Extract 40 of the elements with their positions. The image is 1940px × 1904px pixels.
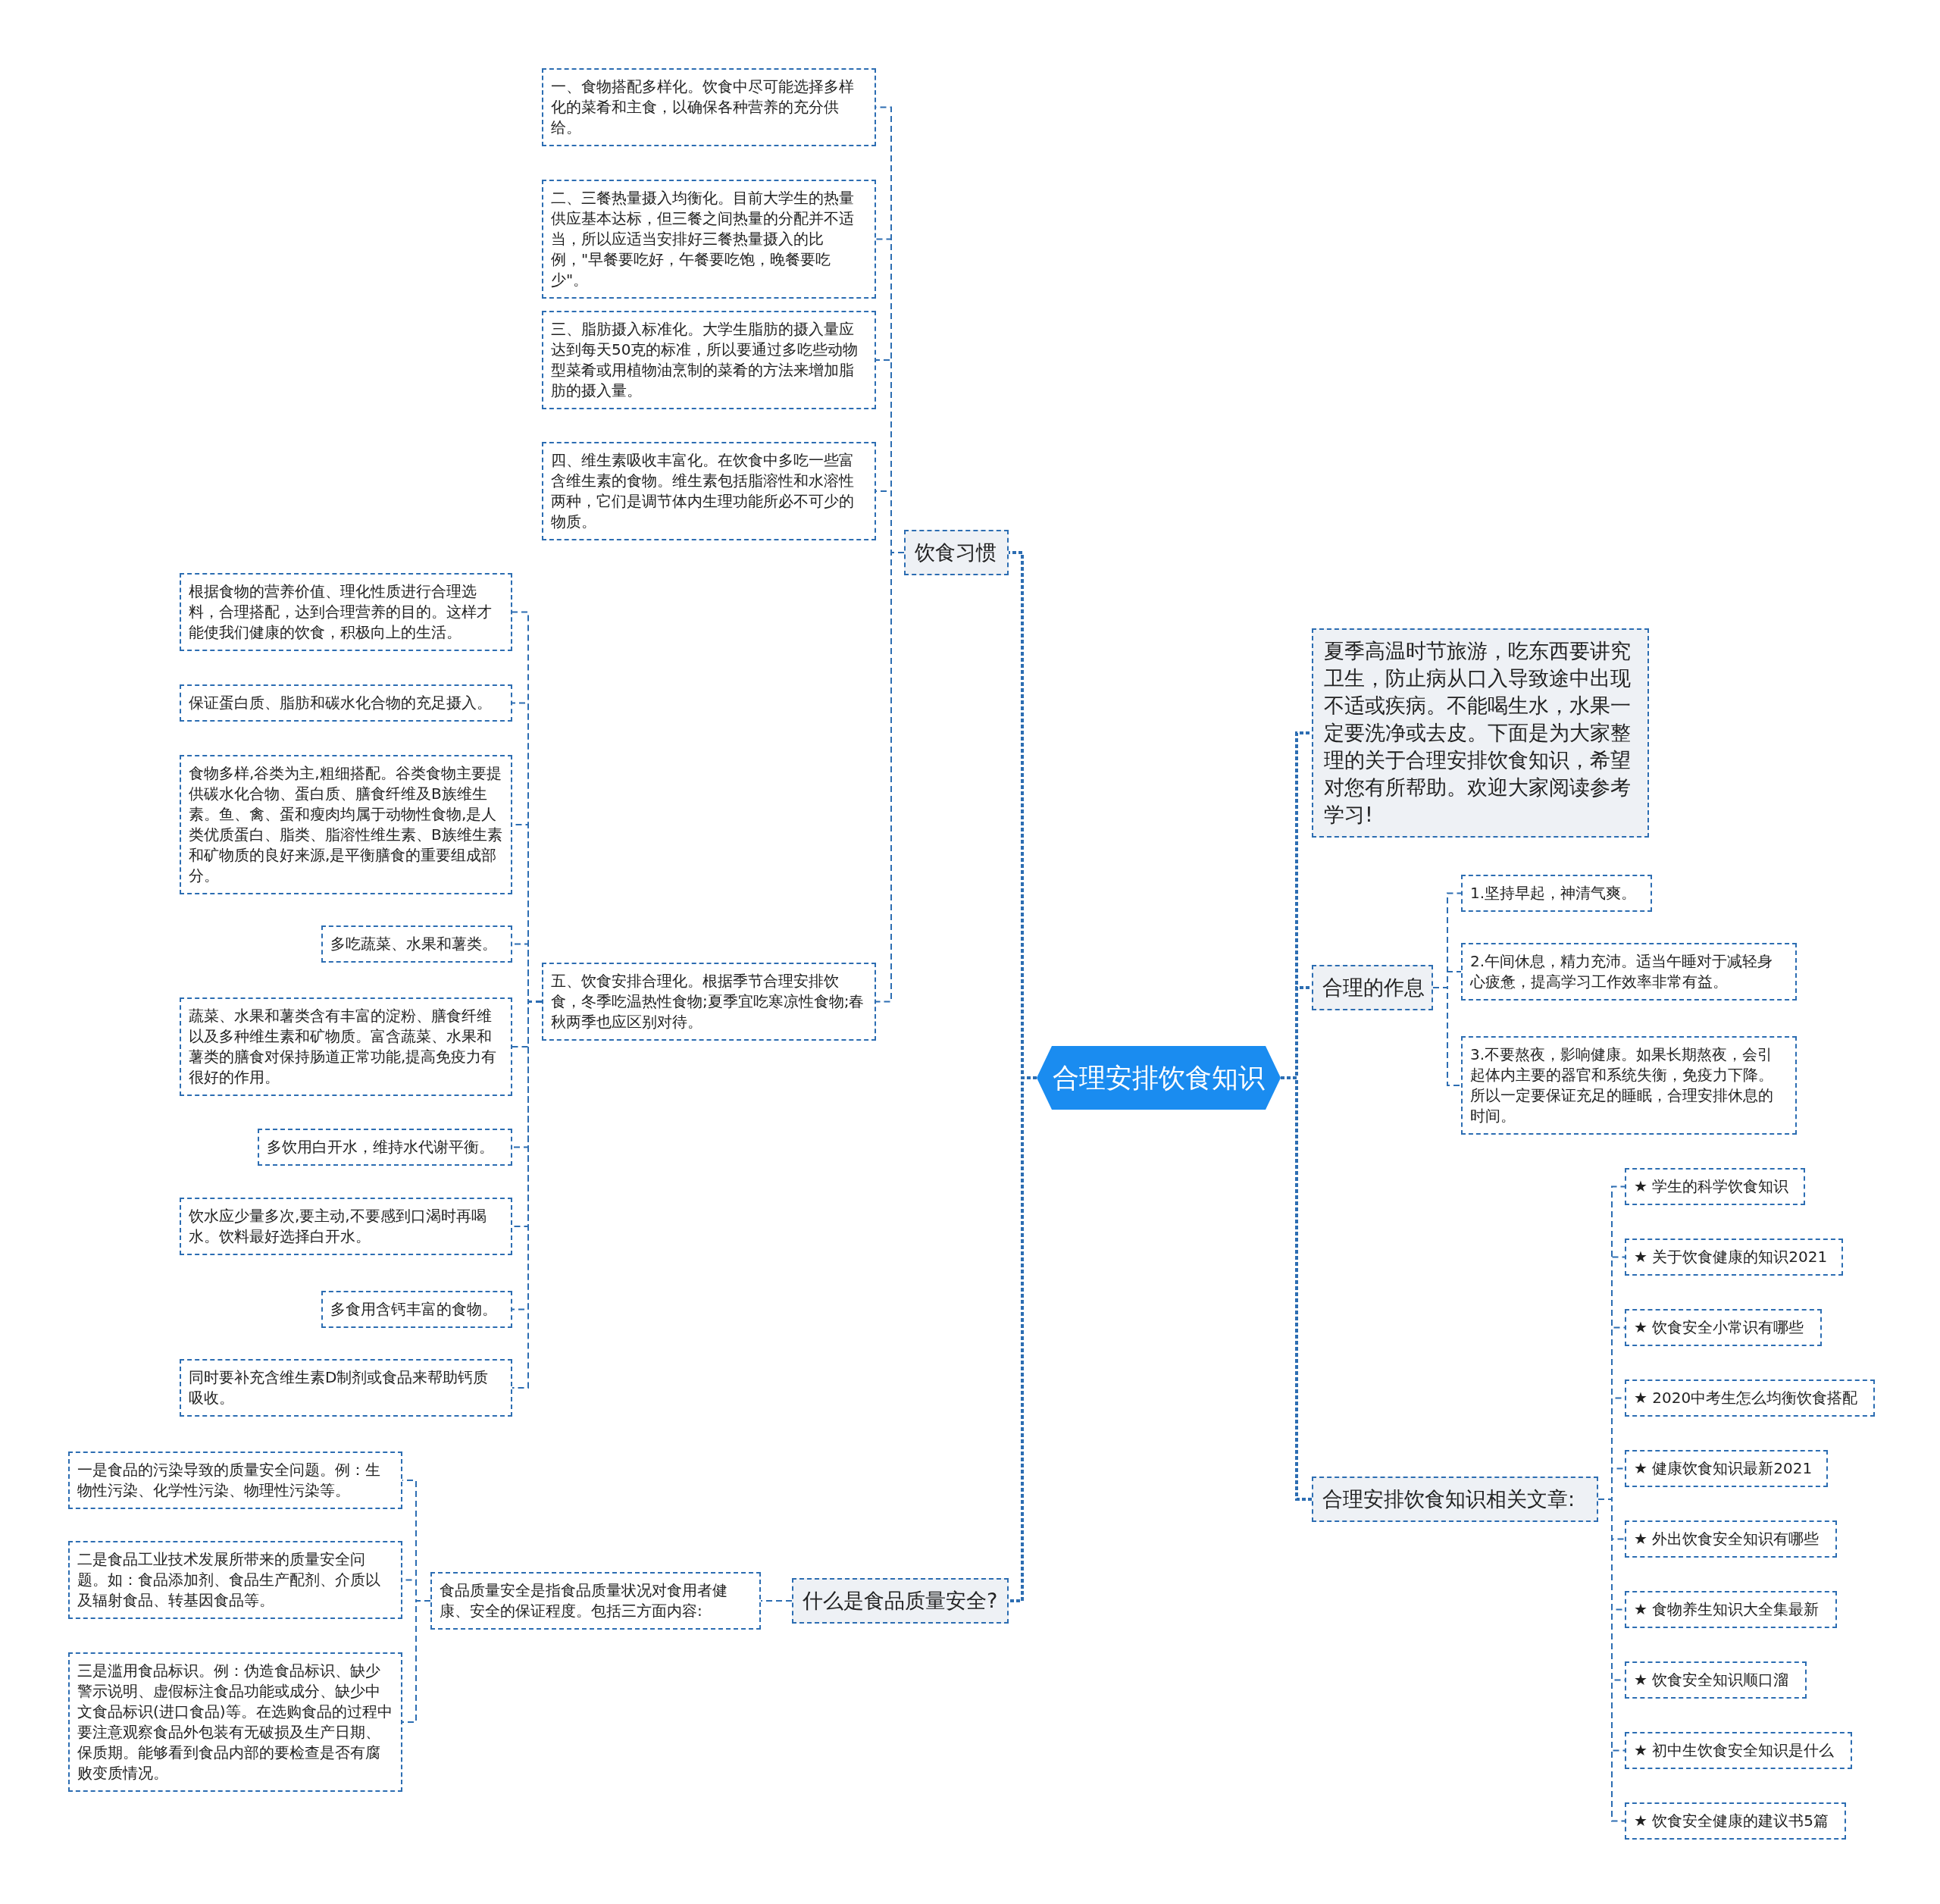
subtopic-box: ★ 初中生饮食安全知识是什么 [1625,1732,1852,1769]
subtopic-box: 同时要补充含维生素D制剂或食品来帮助钙质吸收。 [180,1359,512,1417]
connector-line [760,1600,793,1602]
subtopic-box: ★ 2020中考生怎么均衡饮食搭配 [1625,1379,1875,1417]
subtopic-box: 五、饮食安排合理化。根据季节合理安排饮食，冬季吃温热性食物;夏季宜吃寒凉性食物;春秋两季也应区别对待。 [542,963,876,1041]
subtopic-box: 一、食物搭配多样化。饮食中尽可能选择多样化的菜肴和主食，以确保各种营养的充分供给。 [542,68,876,146]
subtopic-box: ★ 饮食安全知识顺口溜 [1625,1661,1807,1699]
subtopic-box: 三是滥用食品标识。例：伪造食品标识、缺少警示说明、虚假标注食品功能或成分、缺少中文食品标识(进口食品)等。在选购食品的过程中要注意观察食品外包装有无破损及生产日期、保质期。能够看到食品内部的要检查是否有腐败变质情况。 [68,1652,402,1792]
subtopic-box: 一是食品的污染导致的质量安全问题。例：生物性污染、化学性污染、物理性污染等。 [68,1451,402,1509]
subtopic-box: 保证蛋白质、脂肪和碳水化合物的充足摄入。 [180,684,512,722]
subtopic-box: ★ 学生的科学饮食知识 [1625,1168,1805,1205]
connector-line [402,1600,431,1723]
subtopic-box: 三、脂肪摄入标准化。大学生脂肪的摄入量应达到每天50克的标准，所以要通过多吃些动物型菜肴或用植物油烹制的菜肴的方法来增加脂肪的摄入量。 [542,311,876,409]
subtopic-box: ★ 外出饮食安全知识有哪些 [1625,1520,1837,1558]
subtopic-box: ★ 健康饮食知识最新2021 [1625,1450,1828,1487]
topic-box: 合理安排饮食知识相关文章: [1312,1477,1598,1522]
subtopic-box: 根据食物的营养价值、理化性质进行合理选料，合理搭配，达到合理营养的目的。这样才能使我们健康的饮食，积极向上的生活。 [180,573,512,651]
subtopic-box: ★ 饮食安全健康的建议书5篇 [1625,1802,1846,1840]
subtopic-box: 二是食品工业技术发展所带来的质量安全问题。如：食品添加剂、食品生产配剂、介质以及辐射食品、转基因食品等。 [68,1541,402,1619]
topic-box: 什么是食品质量安全? [792,1578,1009,1624]
subtopic-box: 1.坚持早起，神清气爽。 [1461,875,1652,912]
subtopic-box: 3.不要熬夜，影响健康。如果长期熬夜，会引起体内主要的器官和系统失衡，免疫力下降。所以一定要保证充足的睡眠，合理安排休息的时间。 [1461,1036,1797,1135]
subtopic-box: ★ 食物养生知识大全集最新 [1625,1591,1837,1628]
subtopic-box: 多食用含钙丰富的食物。 [321,1291,512,1328]
topic-box: 合理的作息 [1312,965,1433,1010]
subtopic-box: 食品质量安全是指食品质量状况对食用者健康、安全的保证程度。包括三方面内容: [430,1572,761,1630]
subtopic-box: 饮水应少量多次,要主动,不要感到口渴时再喝水。饮料最好选择白开水。 [180,1198,512,1255]
subtopic-box: 四、维生素吸收丰富化。在饮食中多吃一些富含维生素的食物。维生素包括脂溶性和水溶性两种，它们是调节体内生理功能所必不可少的物质。 [542,442,876,540]
subtopic-box: 多饮用白开水，维持水代谢平衡。 [258,1129,512,1166]
subtopic-box: 多吃蔬菜、水果和薯类。 [321,925,512,963]
central-topic-hexagon: 合理安排饮食知识 [1037,1046,1281,1110]
topic-box: 饮食习惯 [904,530,1009,575]
subtopic-box: 二、三餐热量摄入均衡化。目前大学生的热量供应基本达标，但三餐之间热量的分配并不适当，所以应适当安排好三餐热量摄入的比例，"早餐要吃好，午餐要吃饱，晚餐要吃少"。 [542,180,876,299]
connector-line [1432,987,1462,1086]
subtopic-box: 2.午间休息，精力充沛。适当午睡对于减轻身心疲惫，提高学习工作效率非常有益。 [1461,943,1797,1001]
subtopic-box: ★ 饮食安全小常识有哪些 [1625,1309,1822,1346]
intro-text-box: 夏季高温时节旅游，吃东西要讲究卫生，防止病从口入导致途中出现不适或疾病。不能喝生水，水果一定要洗净或去皮。下面是为大家整理的关于合理安排饮食知识，希望对您有所帮助。欢迎大家阅读参考学习! [1312,628,1649,838]
subtopic-box: 食物多样,谷类为主,粗细搭配。谷类食物主要提供碳水化合物、蛋白质、膳食纤维及B族维生素。鱼、禽、蛋和瘦肉均属于动物性食物,是人类优质蛋白、脂类、脂溶性维生素、B族维生素和矿物质的良好来源,是平衡膳食的重要组成部分。 [180,755,512,894]
subtopic-box: ★ 关于饮食健康的知识2021 [1625,1239,1843,1276]
subtopic-box: 蔬菜、水果和薯类含有丰富的淀粉、膳食纤维以及多种维生素和矿物质。富含蔬菜、水果和薯类的膳食对保持肠道正常功能,提高免疫力有很好的作用。 [180,997,512,1096]
